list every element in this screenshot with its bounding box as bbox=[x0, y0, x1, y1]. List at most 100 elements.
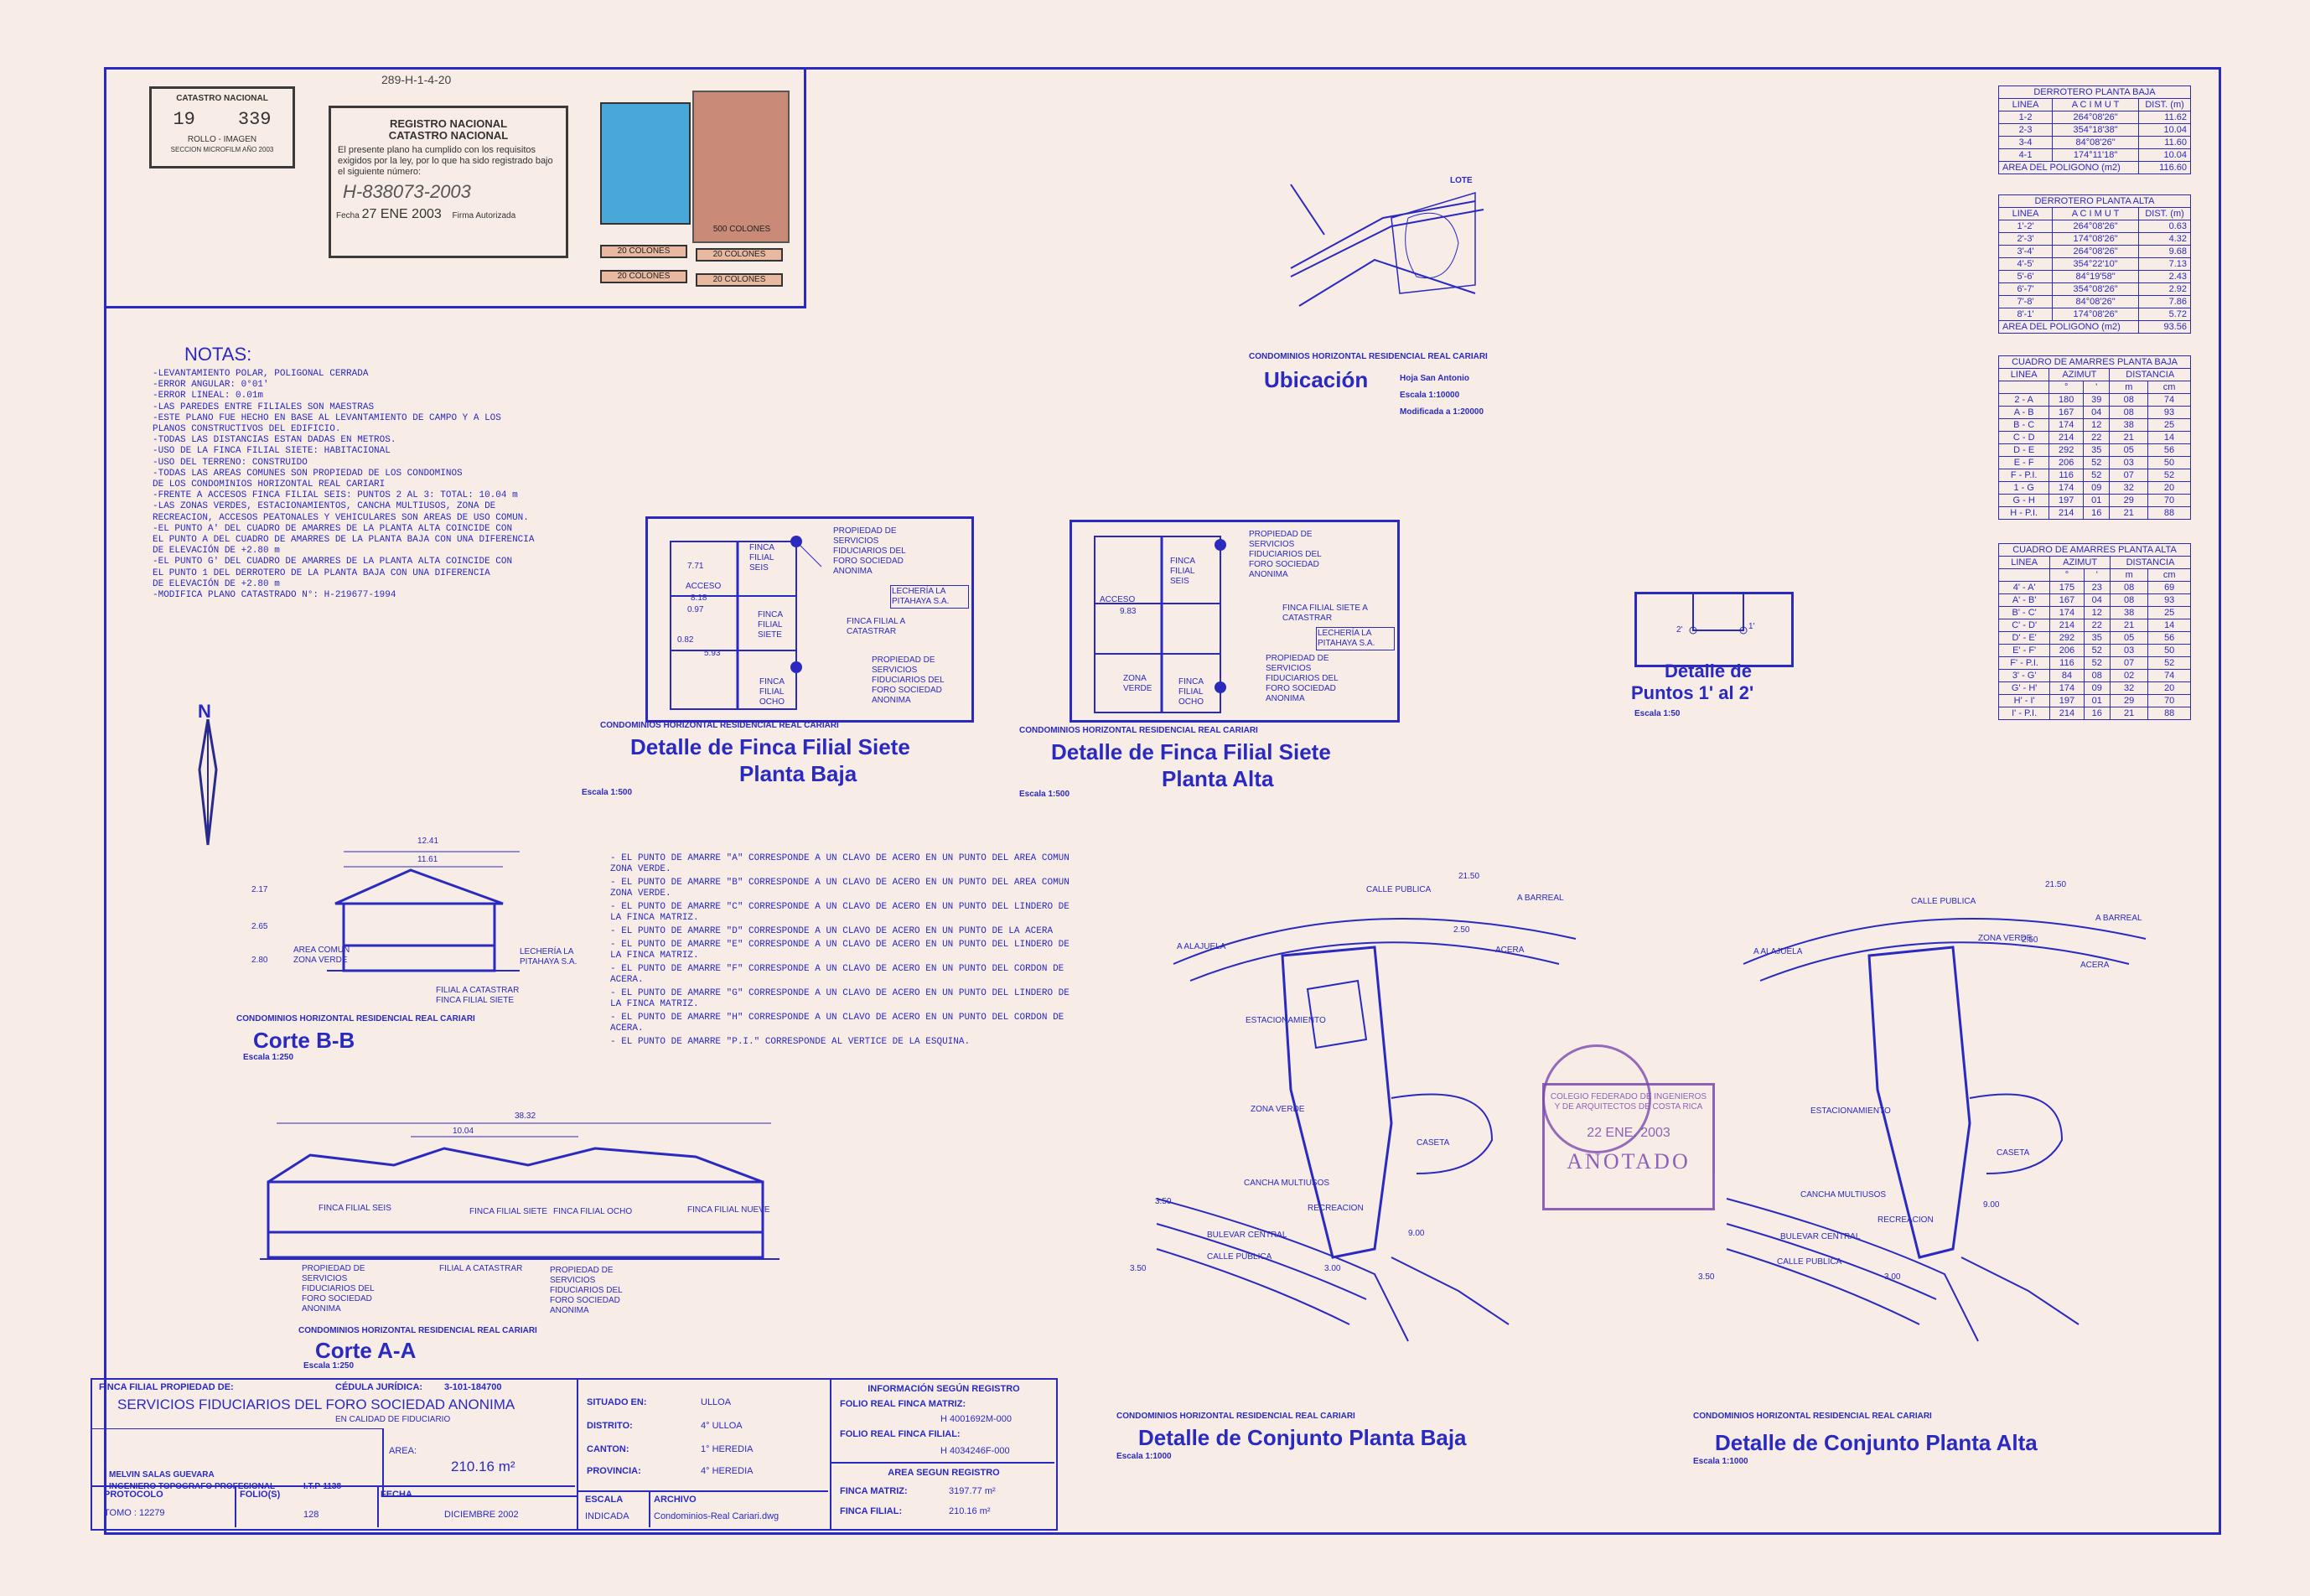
table-cell: 214 bbox=[2049, 707, 2085, 720]
table-cell: 29 bbox=[2109, 494, 2149, 507]
nota-line: EL PUNTO 1 DEL DERROTERO DE LA PLANTA BA… bbox=[153, 567, 490, 578]
corte-aa-drawing bbox=[260, 1122, 779, 1260]
ubicacion-modificada: Modificada a 1:20000 bbox=[1400, 407, 1484, 417]
amarre-note: - EL PUNTO DE AMARRE "P.I." CORRESPONDE … bbox=[610, 1037, 971, 1047]
detalle-baja-d2: 8.18 bbox=[691, 593, 707, 603]
detalle-baja-catastrar: FINCA FILIAL A CATASTRAR bbox=[847, 617, 905, 636]
nota-line: DE ELEVACIÓN DE +2.80 m bbox=[153, 578, 280, 589]
table-cell: 1 - G bbox=[1997, 481, 2050, 495]
escala-label: ESCALA bbox=[585, 1495, 624, 1505]
corte-bb-drawing bbox=[327, 851, 520, 972]
table-subheader: m bbox=[2109, 381, 2149, 394]
detalle-baja-finca-ocho: FINCA FILIAL OCHO bbox=[759, 677, 785, 707]
detalle-puntos-title1: Detalle de bbox=[1665, 661, 1752, 681]
table-row: 1'-2'264°08'26"0.63 bbox=[1997, 220, 2191, 233]
table-cell: 206 bbox=[2048, 456, 2084, 469]
situado-label: SITUADO EN: bbox=[587, 1397, 647, 1407]
colegio-stamp: COLEGIO FEDERADO DE INGENIEROS Y DE ARQU… bbox=[1542, 1083, 1715, 1210]
cedula-label: CÉDULA JURÍDICA: bbox=[335, 1382, 423, 1392]
calidad: EN CALIDAD DE FIDUCIARIO bbox=[335, 1415, 451, 1424]
table-cell: 84 bbox=[2049, 669, 2085, 682]
protocolo-label: PROTOCOLO bbox=[104, 1490, 163, 1500]
table-subheader: m bbox=[2109, 568, 2149, 582]
table-cell: 08 bbox=[2083, 669, 2111, 682]
table-header: DISTANCIA bbox=[2109, 556, 2192, 569]
archivo-label: ARCHIVO bbox=[654, 1495, 697, 1505]
conjunto-alta-d4: 9.00 bbox=[1983, 1200, 2000, 1210]
table-subheader: ° bbox=[2049, 568, 2085, 582]
timbre-blue bbox=[600, 102, 691, 225]
colegio-line2: Y DE ARQUITECTOS DE COSTA RICA bbox=[1554, 1102, 1703, 1112]
ubicacion-hoja: Hoja San Antonio bbox=[1400, 374, 1469, 383]
table-cell: 11.60 bbox=[2138, 136, 2191, 149]
nota-line: PLANOS CONSTRUCTIVOS DEL EDIFICIO. bbox=[153, 424, 341, 435]
conjunto-alta-bulevar: BULEVAR CENTRAL bbox=[1780, 1232, 1861, 1241]
table-cell: 7'-8' bbox=[1997, 295, 2054, 308]
detalle-alta-title2: Planta Alta bbox=[1162, 766, 1274, 791]
nota-line: -USO DEL TERRENO: CONSTRUIDO bbox=[153, 457, 308, 468]
table-cell: 14 bbox=[2147, 619, 2191, 632]
table-cell: 32 bbox=[2109, 681, 2149, 695]
table-cell: 214 bbox=[2049, 619, 2085, 632]
detalle-alta-finca-seis: FINCA FILIAL SEIS bbox=[1170, 557, 1195, 586]
table-subheader: cm bbox=[2147, 568, 2191, 582]
conjunto-alta-barreal: A BARREAL bbox=[2095, 914, 2142, 923]
table-cell: 116 bbox=[2048, 469, 2084, 482]
nota-line: -TODAS LAS AREAS COMUNES SON PROPIEDAD D… bbox=[153, 468, 463, 479]
table-cell: 52 bbox=[2082, 456, 2111, 469]
table-cell: 197 bbox=[2049, 694, 2085, 707]
table-cell: 292 bbox=[2048, 443, 2084, 457]
conjunto-alta-estac: ESTACIONAMIENTO bbox=[1810, 1106, 1891, 1116]
table-cell: 70 bbox=[2147, 694, 2191, 707]
situado-value: ULLOA bbox=[701, 1397, 732, 1407]
table-cell: 21 bbox=[2109, 707, 2149, 720]
table-cell: 09 bbox=[2082, 481, 2111, 495]
table-cell: 22 bbox=[2083, 619, 2111, 632]
table-cell: 74 bbox=[2147, 669, 2191, 682]
north-label: N bbox=[198, 701, 211, 722]
conjunto-alta-drawing bbox=[1726, 918, 2147, 1342]
table-cell: 2-3 bbox=[1997, 123, 2054, 137]
nota-line: -EL PUNTO A' DEL CUADRO DE AMARRES DE LA… bbox=[153, 523, 513, 534]
propietario: SERVICIOS FIDUCIARIOS DEL FORO SOCIEDAD … bbox=[117, 1396, 515, 1412]
detalle-alta-title1: Detalle de Finca Filial Siete bbox=[1051, 739, 1331, 764]
conjunto-alta-d1: 21.50 bbox=[2045, 880, 2067, 889]
conjunto-alta-recreacion: RECREACION bbox=[1878, 1215, 1934, 1225]
nota-line: -LAS PAREDES ENTRE FILIALES SON MAESTRAS bbox=[153, 402, 375, 412]
area-value: 210.16 m² bbox=[451, 1459, 515, 1474]
corte-aa-seis: FINCA FILIAL SEIS bbox=[319, 1204, 391, 1213]
conjunto-alta-d3: 3.50 bbox=[1698, 1272, 1715, 1282]
sheet-border bbox=[104, 67, 2221, 1535]
table-cell: 3' - G' bbox=[1997, 669, 2051, 682]
table-cell: 354°22'10" bbox=[2052, 257, 2140, 271]
table-cell: 52 bbox=[2083, 644, 2111, 657]
escala-value: INDICADA bbox=[585, 1511, 629, 1521]
timbre-red bbox=[692, 91, 790, 243]
table-cell: 214 bbox=[2048, 431, 2084, 444]
catastro-seccion: SECCION MICROFILM AÑO 2003 bbox=[170, 146, 274, 153]
detalle-puntos-box bbox=[1634, 592, 1794, 667]
table-header: LINEA bbox=[1997, 368, 2050, 381]
north-arrow-icon bbox=[198, 718, 218, 846]
detalle-alta-finca-ocho: FINCA FILIAL OCHO bbox=[1178, 677, 1204, 707]
table-cell: G' - H' bbox=[1997, 681, 2051, 695]
ubicacion-escala: Escala 1:10000 bbox=[1400, 391, 1460, 400]
table-cell: G - H bbox=[1997, 494, 2050, 507]
table-row: 3'-4'264°08'26"9.68 bbox=[1997, 245, 2191, 258]
table-cell: 5'-6' bbox=[1997, 270, 2054, 283]
table-cell: 8'-1' bbox=[1997, 308, 2054, 321]
table-header: A C I M U T bbox=[2052, 98, 2140, 111]
canton-value: 1° HEREDIA bbox=[701, 1444, 754, 1454]
conjunto-baja-cancha: CANCHA MULTIUSOS bbox=[1244, 1179, 1330, 1188]
amarre-note: - EL PUNTO DE AMARRE "B" CORRESPONDE A U… bbox=[610, 878, 1070, 899]
table-cell: 4' - A' bbox=[1997, 581, 2051, 594]
table-cell: 1'-2' bbox=[1997, 220, 2054, 233]
corte-bb-title: Corte B-B bbox=[253, 1028, 355, 1053]
corte-bb-dim2: 11.61 bbox=[417, 855, 438, 864]
notas-title: NOTAS: bbox=[184, 344, 252, 365]
